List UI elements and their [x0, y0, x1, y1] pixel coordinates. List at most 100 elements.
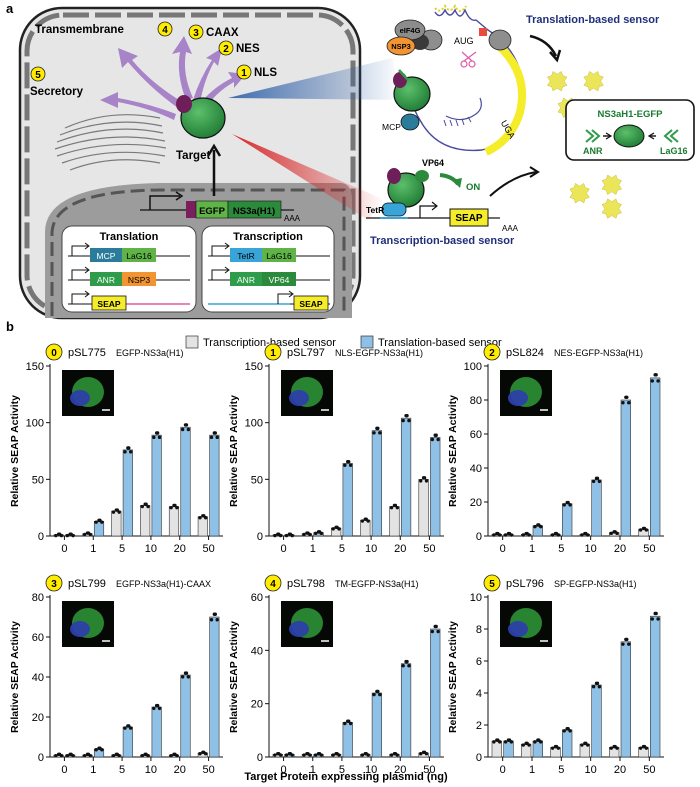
replicate-dot [343, 721, 347, 726]
vp64-label: VP64 [422, 158, 444, 168]
replicate-dot [202, 750, 206, 754]
x-tick-label: 10 [145, 764, 157, 776]
panel-b: b Transcription-based sensor Translation… [6, 319, 664, 783]
target-protein: Target [176, 95, 226, 196]
replicate-dot [111, 753, 116, 758]
replicate-dot [584, 531, 588, 536]
x-tick-label: 10 [145, 543, 157, 555]
replicate-dot [654, 611, 658, 616]
nsp3-blob [386, 36, 416, 56]
y-tick-label: 0 [257, 752, 263, 764]
loc-label-caax: CAAX [206, 27, 239, 39]
replicate-dot [202, 514, 206, 518]
replicate-dot [144, 752, 148, 757]
legend-box-right: LaG16 [660, 146, 688, 156]
replicate-dot [65, 533, 70, 538]
replicate-dot [186, 675, 191, 679]
replicate-dot [302, 532, 306, 537]
tetr-label: TetR [366, 205, 384, 215]
replicate-dot [173, 503, 177, 508]
replicate-dot [57, 532, 62, 536]
x-tick-label: 1 [529, 543, 535, 555]
replicate-dot [184, 671, 189, 675]
loc-badge-5 [30, 66, 46, 82]
replicate-dot [568, 503, 572, 507]
y-axis-title: Relative SEAP Activity [9, 395, 21, 507]
micrograph-nucleus [508, 621, 528, 637]
y-tick-label: 60 [251, 592, 263, 604]
endoplasmic-reticulum [54, 114, 167, 171]
chart-badge-number: 5 [489, 579, 495, 590]
nuclear-envelope [50, 188, 346, 316]
replicate-dot [613, 744, 617, 749]
replicate-dot [277, 532, 281, 536]
x-tick-label: 10 [365, 764, 377, 776]
x-tick-label: 5 [119, 543, 125, 555]
x-tick-label: 0 [61, 764, 67, 776]
micrograph-nucleus [70, 621, 90, 637]
replicate-dot [627, 642, 631, 646]
x-tick-label: 5 [339, 764, 345, 776]
replicate-dot [595, 681, 600, 685]
replicate-dot [360, 753, 365, 757]
bar-translation [620, 641, 631, 758]
transcription-seap: SEAP [455, 213, 483, 224]
replicate-dot [155, 703, 160, 708]
x-tick-label: 20 [614, 764, 626, 776]
replicate-dot [642, 526, 647, 531]
replicate-dot [317, 530, 322, 534]
loc-num-1: 1 [241, 68, 247, 79]
replicate-dot [525, 741, 529, 746]
replicate-dot [656, 617, 660, 621]
transcription-sensor: VP64 ON TetR SEAP AAA Transcription-base… [366, 158, 540, 247]
x-tick-label: 1 [310, 543, 316, 555]
transcription-polya: AAA [502, 224, 519, 233]
target-label: Target [176, 150, 210, 162]
y-axis-title: Relative SEAP Activity [228, 395, 240, 507]
y-tick-label: 60 [32, 632, 44, 644]
replicate-dot [405, 659, 409, 664]
x-tick-label: 1 [310, 764, 316, 776]
x-tick-label: 0 [281, 764, 287, 776]
replicate-dot [69, 752, 73, 757]
replicate-dot [98, 746, 102, 750]
eif4g-label: eIF4G [400, 26, 421, 35]
aug-label: AUG [454, 36, 474, 46]
chart-badge-number: 4 [270, 579, 276, 590]
chart-construct: EGFP-NS3a(H1) [116, 348, 184, 358]
chart-construct: EGFP-NS3a(H1)-CAAX [116, 579, 211, 589]
replicate-dot [302, 753, 306, 757]
x-tick-label: 50 [202, 764, 214, 776]
transcription-box-title: Transcription [233, 231, 303, 243]
replicate-dot [82, 532, 87, 537]
y-tick-label: 100 [26, 418, 44, 430]
y-tick-label: 0 [257, 531, 263, 543]
replicate-dot [625, 637, 629, 642]
bar-translation [180, 674, 191, 758]
replicate-dot [609, 531, 613, 536]
replicate-dot [157, 435, 162, 440]
chart-construct: TM-EGFP-NS3a(H1) [335, 579, 419, 589]
replicate-dot [360, 519, 365, 523]
replicate-dot [580, 743, 584, 747]
localization-arrows [100, 36, 246, 120]
replicate-dot [407, 664, 411, 668]
replicate-dot [422, 750, 427, 754]
transcription-row2-a: ANR [237, 275, 255, 285]
replicate-dot [284, 753, 289, 757]
translation-row1-b: LaG16 [126, 251, 152, 261]
legend-label-transcription: Transcription-based sensor [203, 337, 336, 349]
replicate-dot [65, 753, 70, 758]
replicate-dot [288, 751, 293, 756]
replicate-dot [537, 738, 541, 742]
replicate-dot [492, 533, 496, 537]
replicate-dot [550, 746, 555, 750]
x-tick-label: 50 [423, 543, 435, 555]
mcp-blob [400, 113, 420, 131]
loc-badge-3 [188, 24, 204, 40]
x-tick-label: 50 [643, 543, 655, 555]
replicate-dot [533, 524, 537, 529]
replicate-dot [335, 751, 339, 756]
